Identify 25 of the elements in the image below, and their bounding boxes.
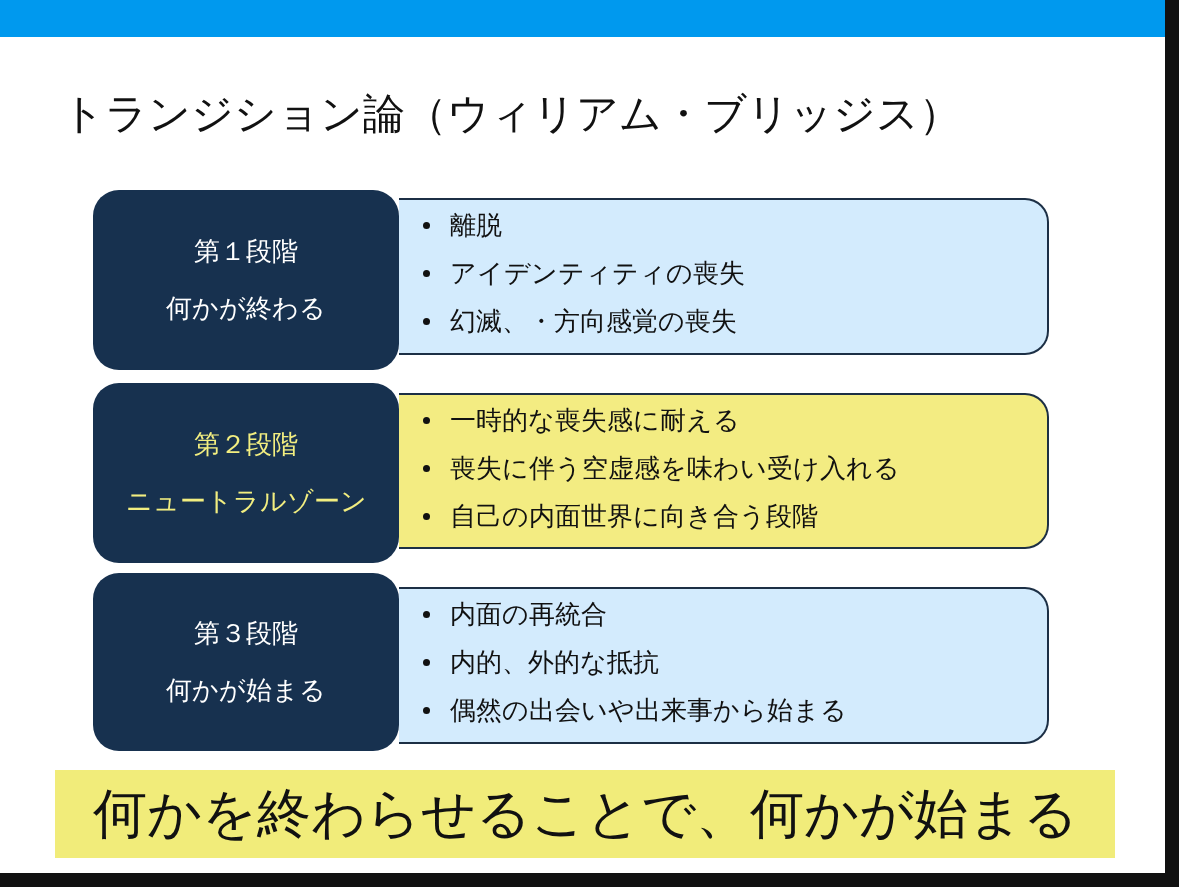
bullet-item: 内面の再統合 <box>450 598 607 631</box>
bullet-item: 自己の内面世界に向き合う段階 <box>450 500 818 533</box>
detail-panel <box>399 587 1049 744</box>
bullet-item: 離脱 <box>450 209 502 242</box>
stage-box <box>93 383 399 563</box>
bullet-item: 一時的な喪失感に耐える <box>450 404 740 437</box>
banner-text: 何かを終わらせることで、何かが始まる <box>92 780 1078 847</box>
stage-box <box>93 573 399 751</box>
stage-name: 何かが始まる <box>166 674 326 707</box>
bullet-item: 幻滅、・方向感覚の喪失 <box>450 305 737 338</box>
stage-box <box>93 190 399 370</box>
bullet-item: アイデンティティの喪失 <box>450 257 745 290</box>
header-bar <box>0 0 1165 37</box>
bullet-item: 内的、外的な抵抗 <box>450 646 659 679</box>
detail-panel <box>399 198 1049 355</box>
detail-panel <box>399 393 1049 549</box>
title: トランジション論（ウィリアム・ブリッジス） <box>62 88 961 140</box>
stage-number: 第１段階 <box>194 235 298 268</box>
stage-name: 何かが終わる <box>166 292 326 325</box>
stage-number: 第２段階 <box>194 428 298 461</box>
stage-name: ニュートラルゾーン <box>125 485 367 518</box>
bullet-item: 偶然の出会いや出来事から始まる <box>450 694 847 727</box>
bullet-item: 喪失に伴う空虚感を味わい受け入れる <box>450 452 900 485</box>
highlight-banner <box>55 770 1115 858</box>
stage-number: 第３段階 <box>194 617 298 650</box>
